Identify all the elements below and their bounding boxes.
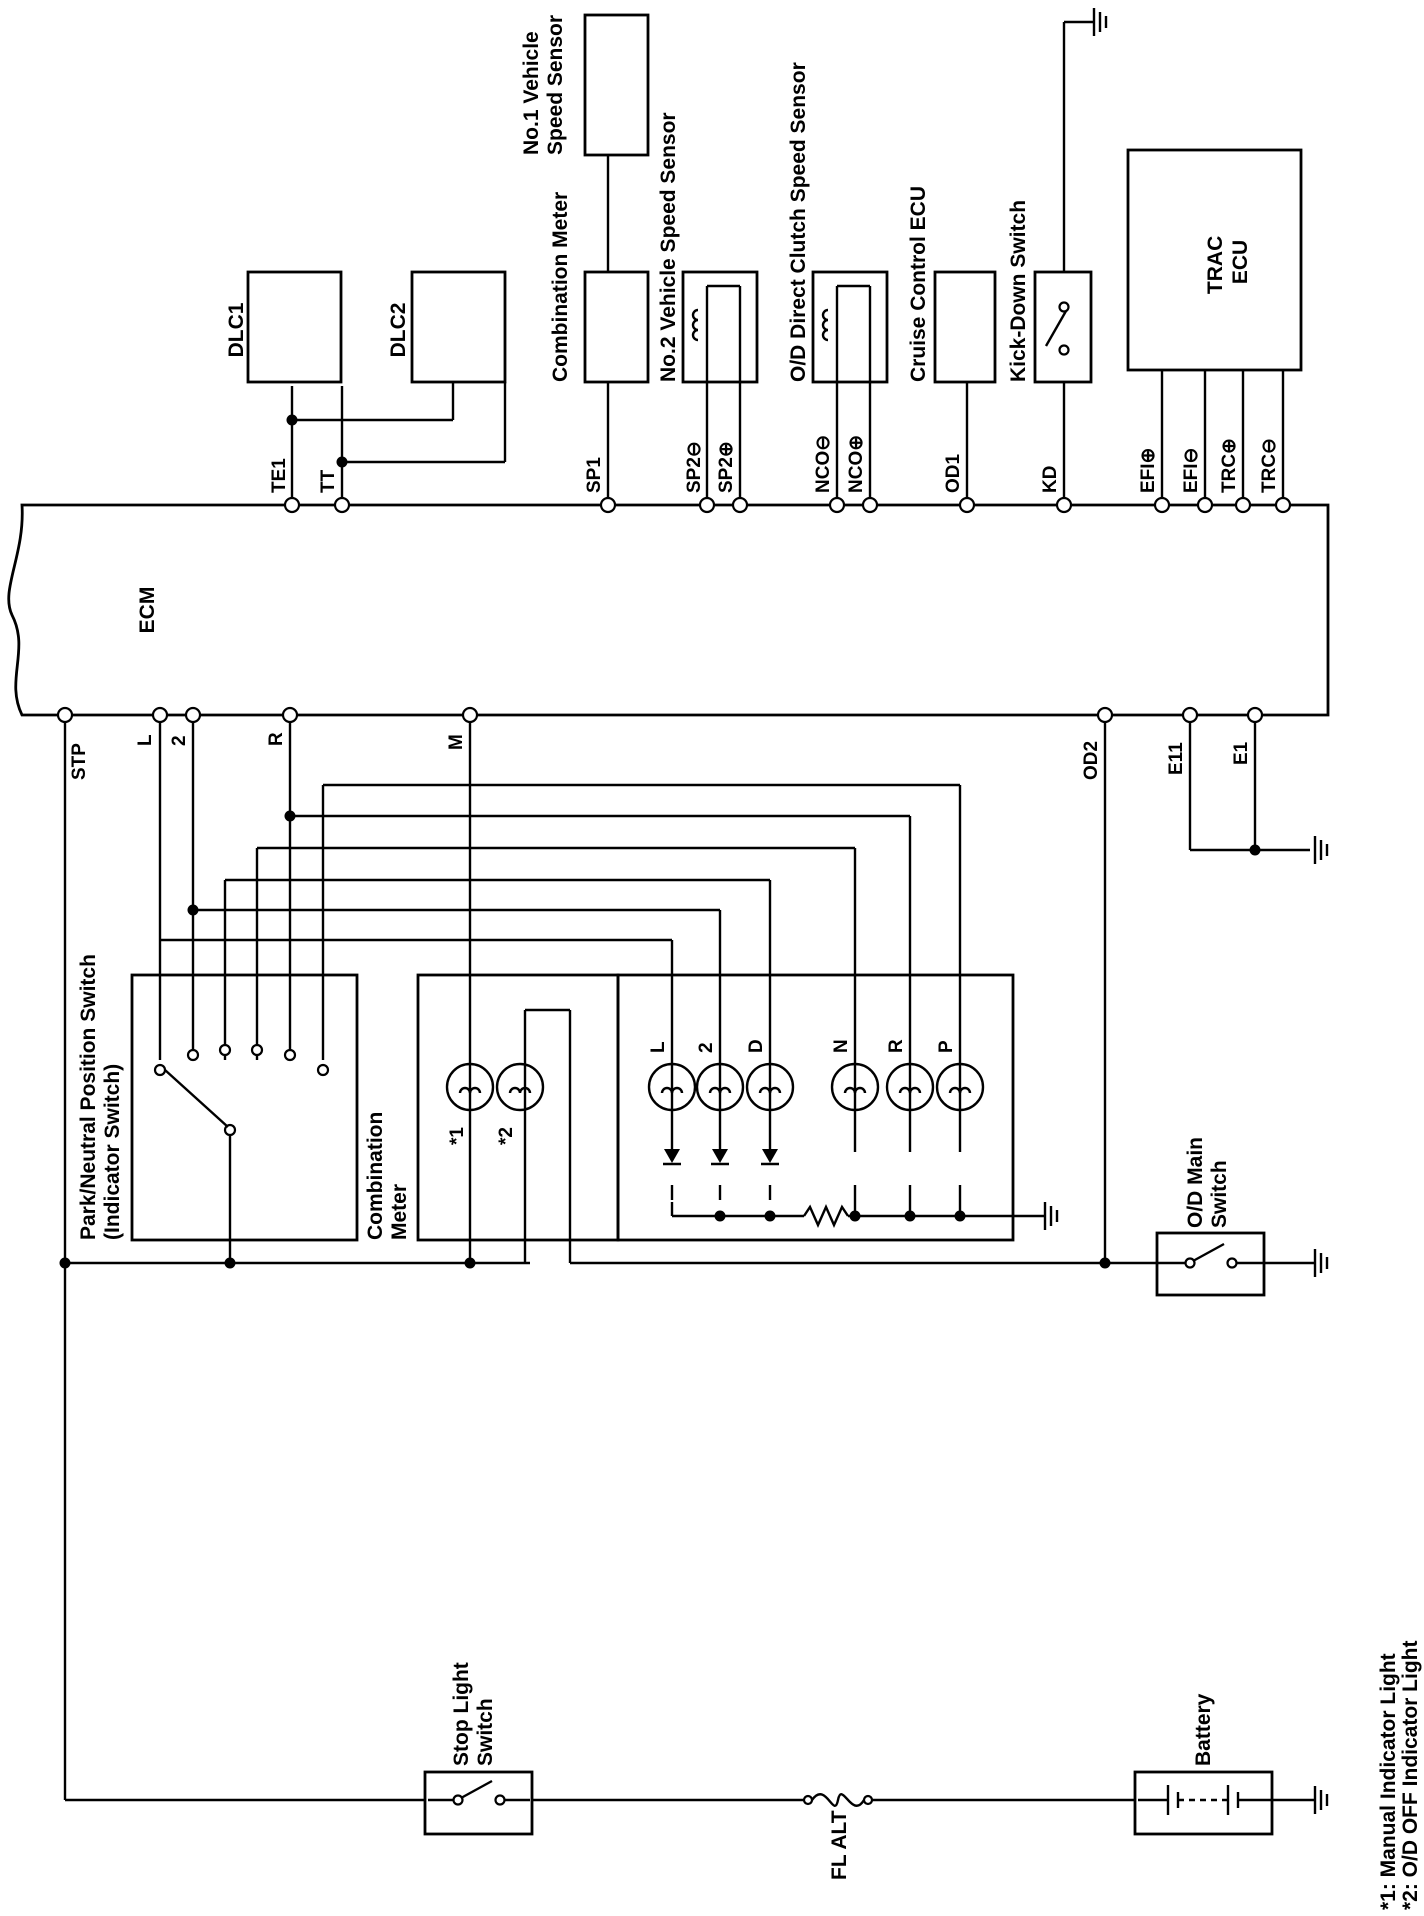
no1-speed-sensor-box	[583, 13, 650, 157]
terminal-label-stp: STP	[69, 743, 90, 780]
kick-down-switch-contact	[1044, 301, 1070, 356]
meter-lamp-label-1: *1	[447, 1127, 468, 1145]
trac-ecu-box	[1126, 148, 1303, 372]
battery-cells	[1138, 1785, 1272, 1815]
no1-speed-sensor-label: No.1 Vehicle Speed Sensor	[520, 15, 567, 155]
diode-l	[663, 1149, 681, 1166]
indicator-label-l: L	[648, 1041, 669, 1053]
diode-2	[711, 1149, 729, 1166]
diode-d	[761, 1149, 779, 1166]
cruise-ecu-box	[933, 270, 997, 384]
od-main-switch-label: O/D Main Switch	[1184, 1131, 1231, 1228]
ground-symbol-battery	[1313, 1786, 1329, 1814]
fusible-link-fl-alt	[802, 1793, 874, 1807]
terminal-label-l: L	[135, 734, 156, 746]
od-clutch-sensor-label: O/D Direct Clutch Speed Sensor	[787, 62, 810, 382]
kick-down-switch-box	[1033, 270, 1093, 384]
combination-meter-top-label: Combination Meter	[549, 192, 572, 382]
cruise-ecu-label: Cruise Control ECU	[907, 186, 930, 382]
trac-ecu-label: TRAC ECU	[1204, 230, 1252, 294]
ecm-terminals-top	[283, 496, 1292, 514]
lamp-2	[695, 1062, 745, 1112]
terminal-label-nco-pos: NCO⊕	[846, 435, 867, 493]
top-wiring	[290, 20, 1285, 505]
dlc2-label: DLC2	[387, 303, 410, 358]
pn-switch-contacts	[153, 1043, 330, 1137]
indicator-label-d: D	[746, 1039, 767, 1053]
no2-speed-sensor-box	[681, 270, 759, 384]
ground-symbol-kickdown	[1092, 8, 1108, 36]
indicator-label-n: N	[831, 1039, 852, 1053]
terminal-label-nco-neg: NCO⊖	[813, 435, 834, 493]
pn-switch-label: Park/Neutral Position Switch (Indicator …	[77, 948, 124, 1240]
kick-down-label: Kick-Down Switch	[1007, 200, 1030, 382]
terminal-label-od2: OD2	[1081, 741, 1102, 780]
combination-meter-box	[416, 973, 620, 1242]
dlc1-label: DLC1	[225, 302, 248, 357]
battery-label: Battery	[1192, 1693, 1215, 1766]
ecm-terminals-bottom	[56, 706, 1264, 724]
lamp-manual-indicator	[445, 1062, 495, 1112]
footnotes: *1: Manual Indicator Light *2: O/D OFF I…	[1377, 1641, 1422, 1911]
od-main-switch-contact	[1160, 1242, 1270, 1269]
terminal-label-te1: TE1	[269, 458, 290, 493]
pn-switch-box	[130, 973, 359, 1242]
indicator-label-r: R	[886, 1039, 907, 1053]
terminal-label-e11: E11	[1166, 742, 1187, 775]
combination-meter-sp1-box	[583, 270, 650, 384]
sp2-coil	[691, 308, 699, 342]
dlc2-box	[410, 270, 507, 384]
battery-box	[1133, 1770, 1274, 1836]
terminal-label-e1: E1	[1231, 741, 1252, 765]
stop-light-switch-label: Stop Light Switch	[450, 1656, 497, 1766]
terminal-label-efi-pos: EFI⊕	[1138, 448, 1159, 493]
terminal-label-sp2-neg: SP2⊖	[684, 441, 705, 493]
dlc1-box	[246, 270, 343, 384]
terminal-label-trc-pos: TRC⊕	[1219, 438, 1240, 493]
ground-symbol-od-switch	[1313, 1249, 1329, 1277]
terminal-label-sp2-pos: SP2⊕	[716, 441, 737, 493]
combination-meter-label: Combination Meter	[364, 1106, 411, 1240]
ground-symbol-e1	[1313, 836, 1329, 864]
terminal-label-tt: TT	[318, 469, 339, 493]
ecm-label: ECM	[136, 587, 159, 634]
lamp-n	[830, 1062, 880, 1112]
terminal-label-2: 2	[169, 735, 190, 746]
bottom-wiring	[63, 715, 1315, 1802]
stop-light-switch-contact	[428, 1779, 530, 1806]
terminal-label-kd: KD	[1040, 466, 1061, 493]
lamp-p	[935, 1062, 985, 1112]
nco-coil	[821, 308, 829, 342]
lamp-l	[647, 1062, 697, 1112]
indicator-panel-box	[616, 973, 1015, 1242]
meter-lamp-label-2: *2	[496, 1127, 517, 1145]
lamp-od-off-indicator	[495, 1062, 545, 1112]
terminal-label-m: M	[446, 734, 467, 750]
od-clutch-sensor-box	[811, 270, 889, 384]
ecm-outline	[7, 503, 1330, 717]
lamp-r	[885, 1062, 935, 1112]
indicator-label-p: P	[936, 1040, 957, 1053]
ground-symbol-meter	[1043, 1202, 1059, 1230]
terminal-label-trc-neg: TRC⊖	[1259, 438, 1280, 493]
junction-dots	[59, 414, 1261, 1269]
lamp-d	[745, 1062, 795, 1112]
indicator-label-2: 2	[696, 1042, 717, 1053]
terminal-label-efi-neg: EFI⊖	[1181, 448, 1202, 493]
terminal-label-r: R	[266, 732, 287, 746]
no2-speed-sensor-label: No.2 Vehicle Speed Sensor	[657, 112, 680, 382]
stop-light-switch-box	[423, 1770, 534, 1836]
terminal-label-sp1: SP1	[584, 457, 605, 493]
terminal-label-od1: OD1	[943, 454, 964, 494]
fl-alt-label: FL ALT	[828, 1810, 851, 1880]
